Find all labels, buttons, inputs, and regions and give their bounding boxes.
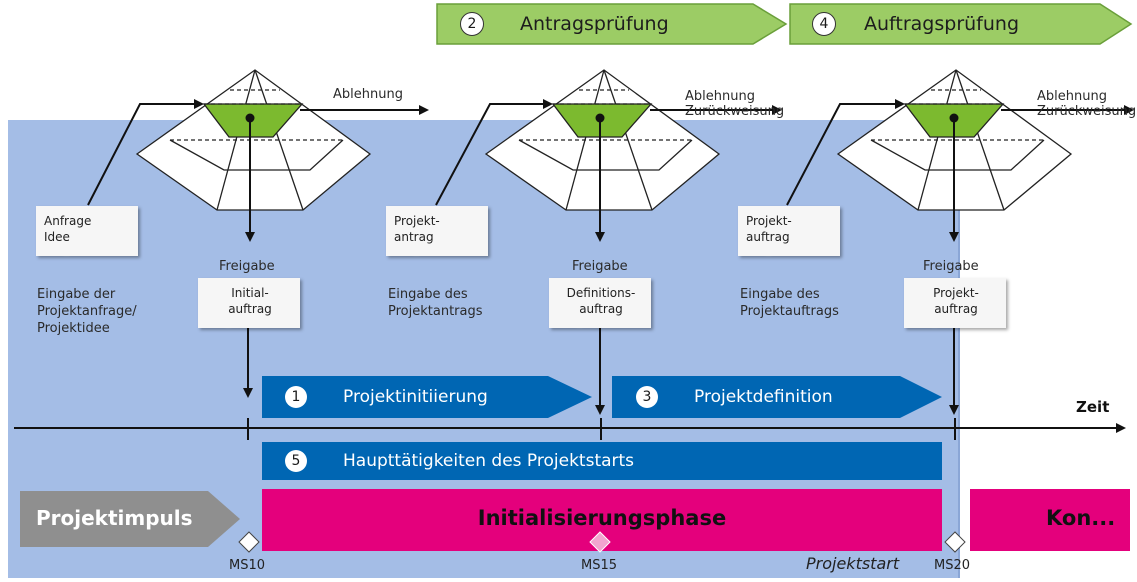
main-activities-bar — [262, 442, 942, 480]
blue-step-arrow-3 — [612, 376, 942, 418]
blue-step-1: 1 Projektinitiierung — [285, 386, 488, 408]
step-number-3: 3 — [636, 386, 658, 408]
milestone-ms10: MS10 — [229, 558, 266, 573]
green-step-2: 2 Antragsprüfung — [460, 12, 669, 36]
output-doc-initialauftrag: Initial-auftrag — [198, 278, 300, 329]
input-description-3: Eingabe des Projektauftrags — [740, 287, 839, 319]
input-arrow-1 — [87, 99, 204, 206]
time-axis-label: Zeit — [1076, 398, 1110, 416]
phase-next-shape — [970, 489, 1130, 551]
step-number-1: 1 — [285, 386, 307, 408]
phase-next-label: Kon... — [1046, 506, 1116, 530]
main-activities: 5 Haupttätigkeiten des Projektstarts — [285, 450, 634, 472]
step-number-2: 2 — [460, 12, 484, 36]
output-doc-definitionsauftrag: Definitions-auftrag — [549, 278, 651, 329]
green-step-arrow-2 — [436, 3, 788, 45]
input-arrow-2 — [435, 99, 553, 206]
phase-impulse-shape — [20, 491, 240, 547]
input-description-2: Eingabe des Projektantrags — [388, 287, 483, 319]
blue-step-3: 3 Projektdefinition — [636, 386, 833, 408]
step-label-projektdefinition: Projektdefinition — [694, 387, 833, 407]
milestone-ms20: MS20 — [934, 558, 971, 573]
step-label-projektinitiierung: Projektinitiierung — [343, 387, 488, 407]
input-doc-projektantrag: Projekt-antrag — [386, 206, 488, 257]
release-label-1: Freigabe — [219, 259, 275, 274]
rejection-label-3: Ablehnung Zurückweisung — [1037, 89, 1137, 119]
phase-impulse-label: Projektimpuls — [36, 506, 193, 530]
main-activities-label: Haupttätigkeiten des Projektstarts — [343, 451, 635, 471]
release-label-3: Freigabe — [923, 259, 979, 274]
green-step-4: 4 Auftragsprüfung — [812, 12, 1019, 36]
step-number-4: 4 — [812, 12, 836, 36]
rejection-label-2: Ablehnung Zurückweisung — [685, 89, 785, 119]
step-label-antragspruefung: Antragsprüfung — [520, 13, 669, 35]
blue-step-arrow-1 — [262, 376, 592, 418]
step-label-auftragspruefung: Auftragsprüfung — [864, 13, 1020, 35]
milestone-diamond-ms20 — [944, 531, 966, 553]
milestone-ms15: MS15 — [581, 558, 618, 573]
release-label-2: Freigabe — [572, 259, 628, 274]
pyramid-2 — [484, 69, 721, 211]
project-start-label: Projektstart — [806, 554, 900, 573]
milestone-diamond-ms10 — [238, 531, 260, 553]
rejection-label-1: Ablehnung — [333, 87, 403, 102]
output-doc-projektauftrag: Projekt-auftrag — [904, 278, 1006, 329]
input-arrow-3 — [786, 99, 905, 206]
milestone-diamond-ms15 — [589, 531, 611, 553]
phase-initialization-label: Initialisierungsphase — [477, 506, 727, 530]
input-doc-projektauftrag: Projekt-auftrag — [738, 206, 840, 257]
input-description-1: Eingabe der Projektanfrage/ Projektidee — [37, 287, 137, 336]
green-step-arrow-4 — [789, 3, 1133, 45]
step-number-5: 5 — [285, 450, 307, 472]
